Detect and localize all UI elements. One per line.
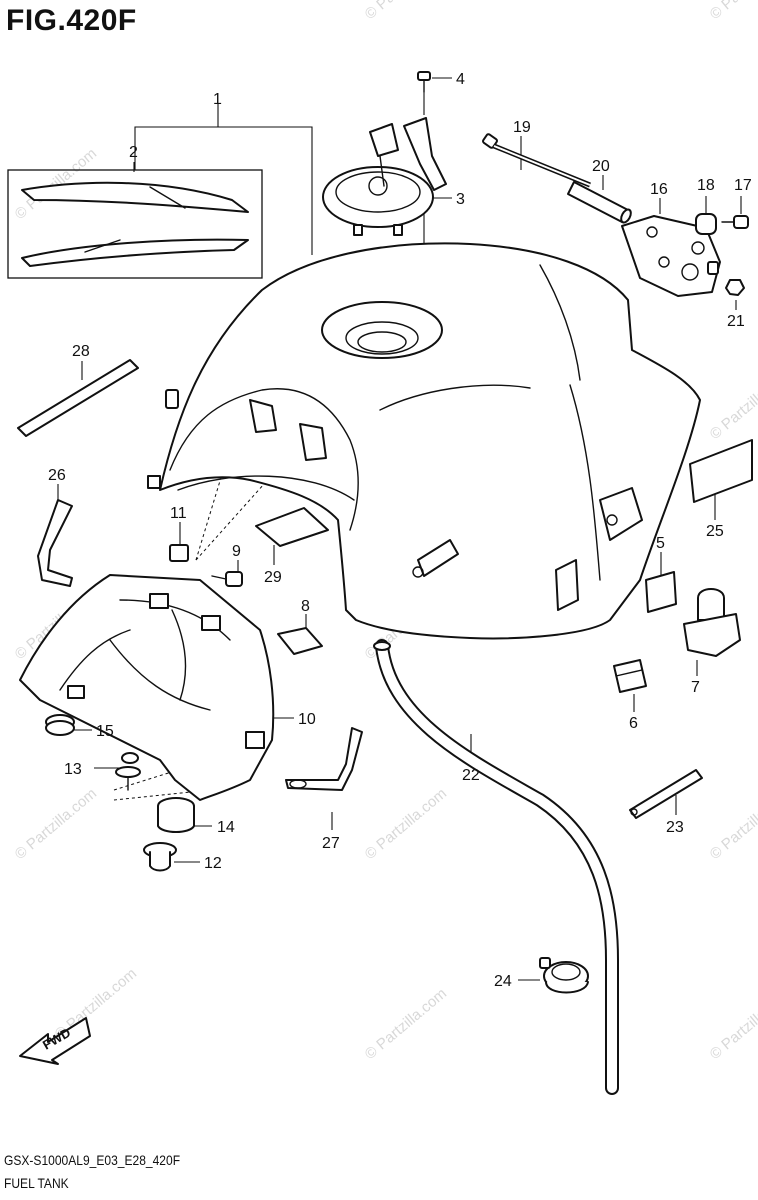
callout-number: 21 [727,313,745,330]
callout-number: 25 [706,523,724,540]
clamp-band [629,769,703,819]
callout-number: 29 [264,569,282,586]
bracket-hardware [695,213,749,296]
callout-labels: 1 2 3 4 5 6 7 8 9 10 11 12 13 14 15 16 1… [48,71,752,990]
screw [115,752,141,791]
callout-number: 4 [456,71,465,88]
callout-number: 19 [513,119,531,136]
callout-number: 3 [456,191,465,208]
hose-clamp [539,957,589,994]
callout-number: 7 [691,679,700,696]
callout-number: 5 [656,535,665,552]
cushion-rubber [683,588,741,657]
pad [277,627,323,655]
fuel-cap-assy [322,117,447,236]
cap-screw [417,71,431,93]
nut [169,544,189,562]
callout-number: 10 [298,711,316,728]
fuel-tank [147,242,701,640]
watermark: © Partzilla.com [707,365,758,443]
rubber-strip [17,359,139,437]
figure-title: FIG.420F [6,4,137,37]
callout-number: 26 [48,467,66,484]
watermark: © Partzilla.com [707,985,758,1063]
long-bolt [482,133,591,188]
callout-number: 6 [629,715,638,732]
spacer-pipe [567,181,632,224]
damper [613,659,647,693]
bolt [211,571,243,587]
callout-number: 13 [64,761,82,778]
callout-number: 9 [232,543,241,560]
callout-number: 2 [129,144,138,161]
front-cover [19,574,275,801]
model-code: GSX-S1000AL9_E03_E28_420F [4,1152,181,1168]
bracket [37,499,73,587]
callout-number: 11 [170,505,187,522]
callout-number: 24 [494,973,512,990]
clamp-bracket [285,727,363,791]
callout-number: 1 [213,91,222,108]
callout-number: 14 [217,819,235,836]
callout-number: 22 [462,767,480,784]
watermark: © Partzilla.com [707,0,758,23]
label [645,571,677,613]
callout-number: 28 [72,343,90,360]
seal [689,439,753,503]
seal-sheet [255,507,329,547]
cushion [157,797,195,833]
callout-number: 18 [697,177,715,194]
callout-number: 12 [204,855,222,872]
callout-number: 15 [96,723,114,740]
callout-number: 17 [734,177,752,194]
watermark: © Partzilla.com [362,0,450,23]
fwd-arrow: FWD [19,1017,91,1065]
emblem-set-panel [7,169,263,279]
watermark: © Partzilla.com [362,785,450,863]
watermark: © Partzilla.com [707,785,758,863]
callout-number: 27 [322,835,340,852]
grommet [45,714,75,736]
callout-number: 23 [666,819,684,836]
figure-name: FUEL TANK [4,1175,69,1191]
watermark: © Partzilla.com [362,985,450,1063]
drain-hose [373,639,619,1095]
callout-number: 16 [650,181,668,198]
callout-number: 20 [592,158,610,175]
collar [143,842,177,872]
callout-number: 8 [301,598,310,615]
watermark: © Partzilla.com [12,785,100,863]
tank-bracket [621,215,721,297]
